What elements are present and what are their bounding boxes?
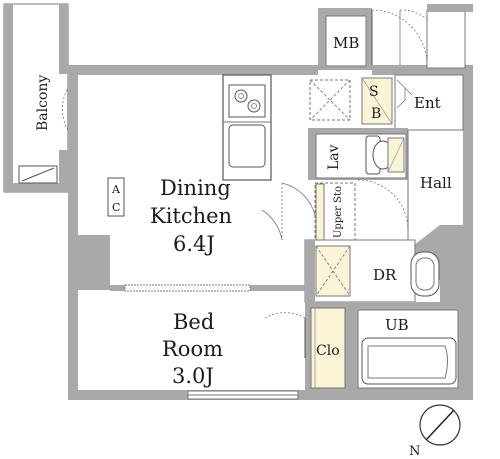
- north-compass: N: [409, 404, 461, 459]
- clo-label: Clo: [316, 343, 340, 359]
- stove-burner-icon: [247, 99, 261, 113]
- dining-kitchen-name-line2: Kitchen: [150, 204, 232, 228]
- bedroom-labels: Bed Room 3.0J: [162, 310, 223, 388]
- kitchen-counter: [222, 74, 351, 181]
- bedroom-name-line1: Bed: [173, 310, 214, 334]
- bedroom-size: 3.0J: [172, 364, 214, 388]
- lav-area: Lav: [308, 128, 408, 180]
- hall-label: Hall: [420, 174, 452, 192]
- ent-label: Ent: [414, 94, 441, 112]
- dr-label: DR: [373, 266, 397, 284]
- sb-label-top: S: [369, 84, 379, 100]
- ac-label-top: A: [111, 183, 121, 196]
- upper-storage-area: Upper Sto: [261, 182, 356, 244]
- mb-label: MB: [333, 34, 359, 52]
- mb-area: MB: [318, 4, 473, 70]
- ub-label: UB: [385, 316, 409, 334]
- ub-area: UB: [350, 302, 464, 390]
- sb-label-bottom: B: [371, 106, 381, 122]
- ac-label-bottom: C: [112, 201, 120, 214]
- hall-area: Hall: [357, 130, 452, 245]
- dr-area: DR: [304, 239, 440, 303]
- balcony-area: Balcony: [3, 3, 69, 193]
- ac-unit: A C: [107, 177, 125, 217]
- dining-kitchen-name-line1: Dining: [160, 176, 231, 200]
- dining-kitchen-labels: Dining Kitchen 6.4J: [150, 176, 232, 256]
- lav-label: Lav: [326, 144, 342, 170]
- outer-walls: [68, 65, 473, 400]
- north-label: N: [409, 444, 420, 459]
- entrance-area: Ent: [394, 74, 464, 131]
- balcony-label: Balcony: [35, 75, 51, 131]
- dining-kitchen-size: 6.4J: [173, 232, 215, 256]
- sink-icon: [228, 124, 266, 168]
- clo-area: Clo: [264, 302, 350, 390]
- sb-area: S B: [361, 77, 393, 125]
- partition: [110, 284, 305, 292]
- stove-burner-icon: [234, 89, 248, 103]
- upper-sto-label: Upper Sto: [333, 186, 344, 238]
- bedroom-name-line2: Room: [162, 337, 223, 361]
